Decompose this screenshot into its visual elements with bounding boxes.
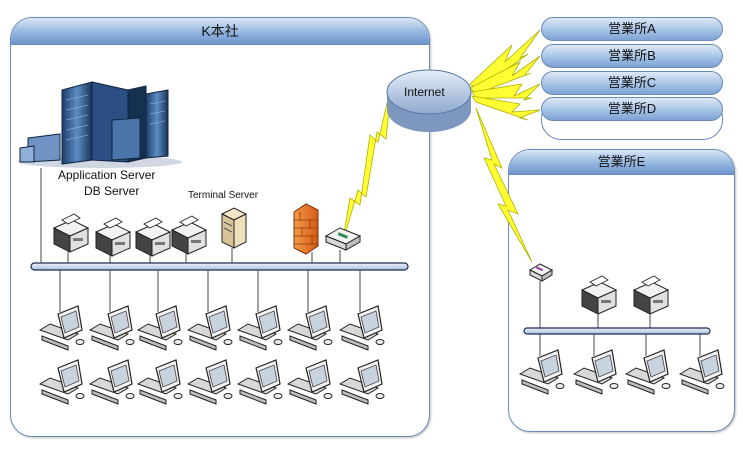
desktop-pc-icon bbox=[89, 305, 135, 351]
desktop-pc-icon bbox=[237, 305, 283, 351]
desktop-pc-icon bbox=[137, 359, 183, 405]
desktop-pc-icon bbox=[287, 305, 333, 351]
branch-e-lan-bar bbox=[523, 327, 711, 335]
desktop-pc-icon bbox=[573, 349, 619, 395]
internet-label: Internet bbox=[404, 85, 445, 99]
internet-icon[interactable] bbox=[386, 69, 472, 132]
printer-icon bbox=[633, 275, 669, 315]
printer-icon bbox=[53, 213, 89, 253]
branch-tab-d[interactable]: 営業所D bbox=[541, 97, 723, 121]
wireless-link-lightning bbox=[341, 29, 541, 263]
router-icon bbox=[528, 263, 554, 282]
printer-icon bbox=[135, 217, 171, 257]
desktop-pc-icon bbox=[39, 305, 85, 351]
terminal-server-label: Terminal Server bbox=[188, 190, 259, 201]
branch-tab-c[interactable]: 営業所C bbox=[541, 71, 723, 95]
desktop-pc-icon bbox=[137, 305, 183, 351]
desktop-pc-icon bbox=[679, 349, 725, 395]
printer-icon bbox=[95, 217, 131, 257]
hq-title: K本社 bbox=[11, 18, 429, 45]
tower-server-icon bbox=[220, 207, 248, 249]
desktop-pc-icon bbox=[339, 305, 385, 351]
desktop-pc-icon bbox=[39, 359, 85, 405]
desktop-pc-icon bbox=[89, 359, 135, 405]
desktop-pc-icon bbox=[625, 349, 671, 395]
branch-e-title: 営業所E bbox=[509, 150, 734, 175]
desktop-pc-icon bbox=[287, 359, 333, 405]
server-rack-icon bbox=[18, 81, 182, 168]
printer-icon bbox=[171, 215, 207, 255]
firewall-icon bbox=[293, 203, 319, 255]
hq-lan-bar bbox=[30, 262, 409, 271]
printer-icon bbox=[581, 275, 617, 315]
desktop-pc-icon bbox=[519, 349, 565, 395]
branch-tab-b[interactable]: 営業所B bbox=[541, 44, 723, 68]
app-server-label: Application Server bbox=[58, 168, 156, 182]
desktop-pc-icon bbox=[237, 359, 283, 405]
branch-tab-a[interactable]: 営業所A bbox=[541, 17, 723, 41]
desktop-pc-icon bbox=[187, 305, 233, 351]
branch-e-panel: 営業所E bbox=[508, 149, 735, 432]
desktop-pc-icon bbox=[187, 359, 233, 405]
desktop-pc-icon bbox=[339, 359, 385, 405]
router-icon bbox=[324, 227, 362, 251]
db-server-label: DB Server bbox=[84, 184, 140, 198]
